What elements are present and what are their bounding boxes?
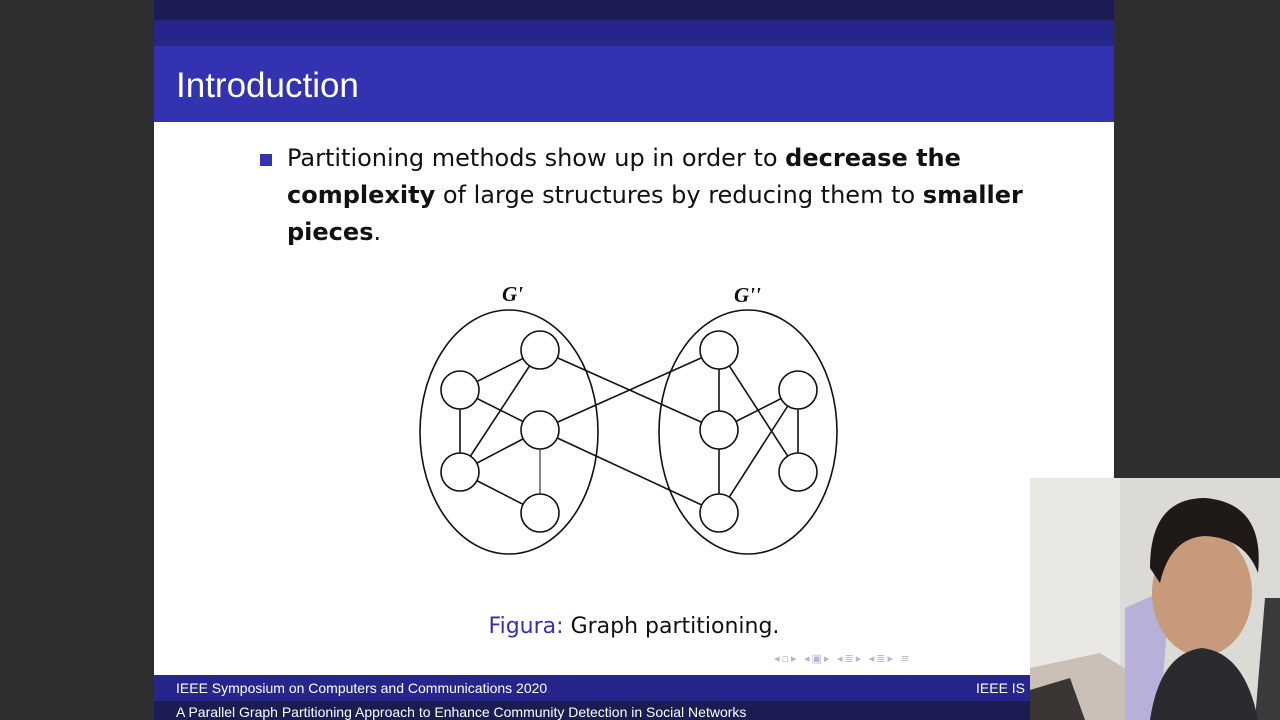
node-left-bottom [520, 493, 560, 533]
presenter-webcam [1030, 478, 1280, 720]
presenter-video-icon [1030, 478, 1280, 720]
node-right-center [699, 410, 739, 450]
bullet-text: Partitioning methods show up in order to… [287, 140, 1047, 251]
partition-right-label: G'' [734, 283, 761, 307]
node-right-lower [778, 452, 818, 492]
graph-partition-figure: G' G'' [419, 282, 838, 555]
bullet-text-part2: of large structures by reducing them to [435, 181, 923, 209]
node-right-top [699, 330, 739, 370]
bullet-bold-complexity: decrease the complexity [287, 144, 961, 209]
figure-caption: Figura: Graph partitioning. [154, 614, 1114, 639]
caption-text: Graph partitioning. [570, 614, 780, 639]
bullet-text-part1: Partitioning methods show up in order to [287, 144, 786, 172]
partition-left-label: G' [502, 282, 523, 306]
footer-conference-bar: IEEE Symposium on Computers and Communic… [154, 675, 1114, 701]
bullet-text-part3: . [373, 218, 382, 246]
caption-label: Figura: [488, 614, 564, 639]
nav-right-arrow-icon[interactable]: ▸ [791, 652, 799, 665]
footer-title-bar: A Parallel Graph Partitioning Approach t… [154, 701, 1114, 720]
subsection-list-icon[interactable]: ◂≣▸ [868, 652, 895, 665]
node-left-lower [440, 452, 480, 492]
bullet-bold-smaller: smaller pieces [287, 181, 1023, 246]
header-band-bottom [154, 20, 1114, 46]
node-left-upper [440, 370, 480, 410]
frame-icon[interactable]: ▫ [781, 652, 791, 665]
partition-right-ellipse [658, 309, 838, 555]
section-icon[interactable]: ◂≣▸ [836, 652, 864, 665]
node-left-top [520, 330, 560, 370]
header-band-top [154, 0, 1114, 20]
presentation-slide: Introduction Partitioning methods show u… [154, 0, 1114, 720]
title-bar: Introduction [154, 46, 1114, 122]
footer-paper-title: A Parallel Graph Partitioning Approach t… [176, 704, 747, 720]
node-right-upper [778, 370, 818, 410]
search-icon[interactable]: ≡ [900, 652, 912, 665]
partition-left-ellipse [419, 309, 599, 555]
nav-left-arrow-icon[interactable]: ◂ [774, 652, 782, 665]
footer-short-name: IEEE IS [976, 680, 1026, 696]
node-right-bottom [699, 493, 739, 533]
beamer-navigation[interactable]: ◂▫▸ ◂▣▸ ◂≣▸ ◂≣▸ ≡ [774, 652, 1114, 668]
subsection-icon[interactable]: ◂▣▸ [804, 652, 832, 665]
bullet-square-icon [260, 154, 272, 166]
footer-conference: IEEE Symposium on Computers and Communic… [176, 680, 548, 696]
node-left-center [520, 410, 560, 450]
slide-title: Introduction [176, 66, 359, 105]
